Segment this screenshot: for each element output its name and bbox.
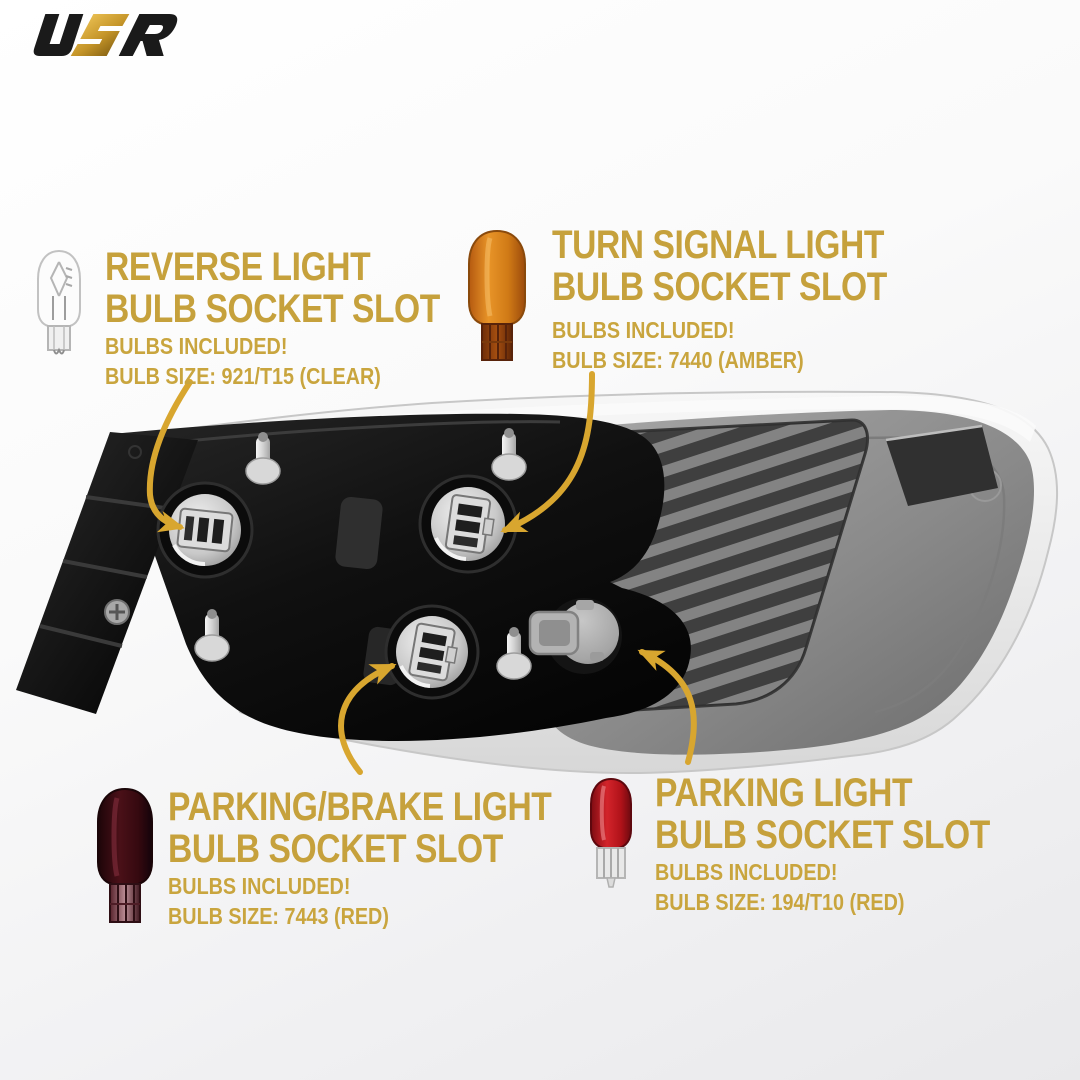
reverse-included-text: BULBS INCLUDED! xyxy=(105,333,288,359)
small-red-wedge-bulb-image xyxy=(590,777,632,888)
parking-brake-socket xyxy=(384,604,480,700)
arrow-to-reverse-socket xyxy=(146,379,193,533)
parking-brake-title-text: PARKING/BRAKE LIGHT BULB SOCKET SLOT xyxy=(168,785,552,871)
black-bulb-housing xyxy=(112,413,691,742)
turn-signal-socket xyxy=(418,474,518,574)
parking-brake-size-text: BULB SIZE: 7443 (RED) xyxy=(168,903,389,929)
parking-light-socket xyxy=(528,598,622,674)
screw xyxy=(104,599,130,625)
arrow-to-parking-brake-socket xyxy=(338,663,397,775)
turn-signal-callout-details: BULBS INCLUDED! BULB SIZE: 7440 (AMBER) xyxy=(552,314,845,374)
amber-wedge-bulb-image xyxy=(468,229,526,361)
mounting-post xyxy=(194,609,230,662)
black-housing-top-edge xyxy=(139,420,561,448)
reverse-callout-title: REVERSE LIGHT BULB SOCKET SLOT xyxy=(105,246,504,330)
panel-notch xyxy=(886,426,998,506)
turn-signal-callout-title: TURN SIGNAL LIGHT BULB SOCKET SLOT xyxy=(552,224,951,308)
parking-callout-details: BULBS INCLUDED! BULB SIZE: 194/T10 (RED) xyxy=(655,856,945,916)
parking-brake-included-text: BULBS INCLUDED! xyxy=(168,873,351,899)
parking-included-text: BULBS INCLUDED! xyxy=(655,859,838,885)
parking-brake-callout-details: BULBS INCLUDED! BULB SIZE: 7443 (RED) xyxy=(168,870,425,930)
reverse-light-socket xyxy=(156,481,254,579)
turn-signal-title-text: TURN SIGNAL LIGHT BULB SOCKET SLOT xyxy=(552,223,887,309)
clip-tab xyxy=(335,496,383,570)
parking-title-text: PARKING LIGHT BULB SOCKET SLOT xyxy=(655,771,990,857)
logo-letter-u xyxy=(33,14,84,56)
clear-wedge-bulb-image xyxy=(37,249,81,355)
parking-callout-title: PARKING LIGHT BULB SOCKET SLOT xyxy=(655,772,1054,856)
logo-letter-r xyxy=(118,14,178,56)
mounting-post xyxy=(496,627,532,680)
arrow-to-turn-signal-socket xyxy=(500,371,595,533)
mounting-post xyxy=(491,428,527,481)
dark-red-wedge-bulb-image xyxy=(97,787,153,923)
turn-signal-size-text: BULB SIZE: 7440 (AMBER) xyxy=(552,347,804,373)
arrow-to-parking-socket xyxy=(637,649,697,765)
panel-notch-edge xyxy=(885,424,983,442)
reverse-size-text: BULB SIZE: 921/T15 (CLEAR) xyxy=(105,363,381,389)
reverse-title-text: REVERSE LIGHT BULB SOCKET SLOT xyxy=(105,245,440,331)
turn-signal-included-text: BULBS INCLUDED! xyxy=(552,317,735,343)
parking-size-text: BULB SIZE: 194/T10 (RED) xyxy=(655,889,905,915)
reverse-callout-details: BULBS INCLUDED! BULB SIZE: 921/T15 (CLEA… xyxy=(105,330,426,390)
mounting-post xyxy=(245,432,281,485)
logo-letter-s xyxy=(70,14,130,56)
parking-brake-callout-title: PARKING/BRAKE LIGHT BULB SOCKET SLOT xyxy=(168,786,624,870)
usr-logo: USR xyxy=(33,14,178,56)
